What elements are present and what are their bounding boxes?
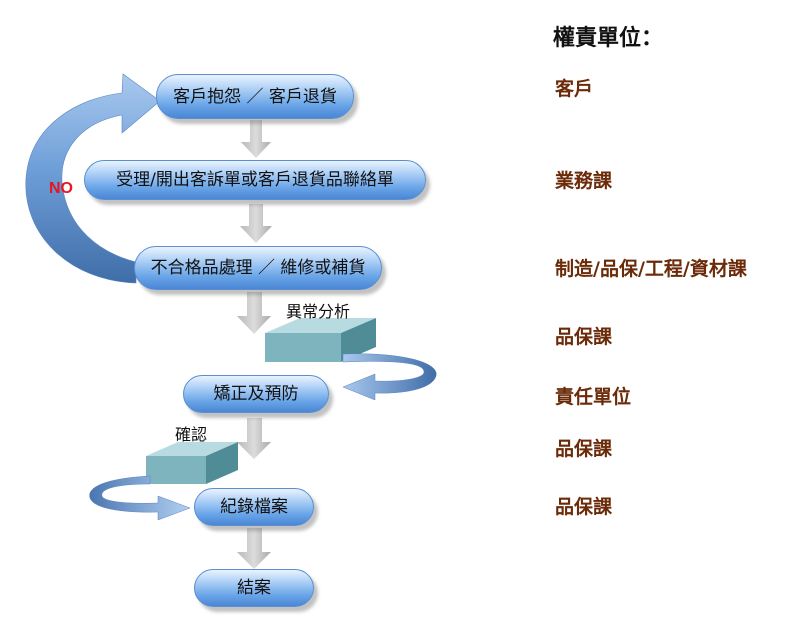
responsibility-unit: 品保課: [555, 326, 613, 348]
confirm-block: [146, 442, 238, 484]
step-accept-complaint: 受理/開出客訴單或客戶退貨品聯絡單: [84, 160, 426, 200]
down-arrows: [237, 120, 272, 569]
responsibility-unit: 制造/品保/工程/資材課: [555, 258, 747, 280]
step-customer-complaint: 客戶抱怨 ／ 客戶退貨: [156, 74, 354, 119]
step-close-case: 結案: [194, 569, 314, 607]
confirm-curve-arrow: [89, 475, 191, 521]
down-arrow-1: [241, 120, 271, 158]
responsibility-unit: 責任單位: [555, 386, 632, 408]
down-arrow-5: [237, 528, 271, 569]
step-label: 紀錄檔案: [220, 497, 288, 517]
responsibility-unit: 品保課: [555, 438, 613, 460]
responsibility-unit: 客戶: [555, 78, 594, 100]
responsibility-unit: 業務課: [555, 170, 613, 192]
step-label: 不合格品處理 ／ 維修或補貨: [150, 258, 366, 278]
confirm-label: 確認: [175, 425, 208, 444]
no-label: NO: [49, 180, 73, 197]
responsibility-title: 權責單位：: [553, 25, 664, 51]
analysis-curve-arrow: [342, 353, 437, 401]
down-arrow-3: [237, 292, 271, 334]
step-label: 矯正及預防: [213, 384, 299, 404]
step-nonconforming-handling: 不合格品處理 ／ 維修或補貨: [134, 246, 382, 290]
down-arrow-4: [237, 418, 271, 459]
step-label: 結案: [237, 578, 271, 598]
analysis-block: [265, 318, 376, 362]
step-label: 客戶抱怨 ／ 客戶退貨: [173, 86, 337, 107]
analysis-label: 異常分析: [286, 302, 351, 321]
step-corrective-action: 矯正及預防: [183, 375, 329, 413]
step-record-file: 紀錄檔案: [194, 488, 314, 526]
down-arrow-2: [240, 204, 272, 243]
step-label: 受理/開出客訴單或客戶退貨品聯絡單: [116, 170, 394, 190]
responsibility-unit: 品保課: [555, 496, 613, 518]
no-loop-arrow: [25, 73, 161, 284]
